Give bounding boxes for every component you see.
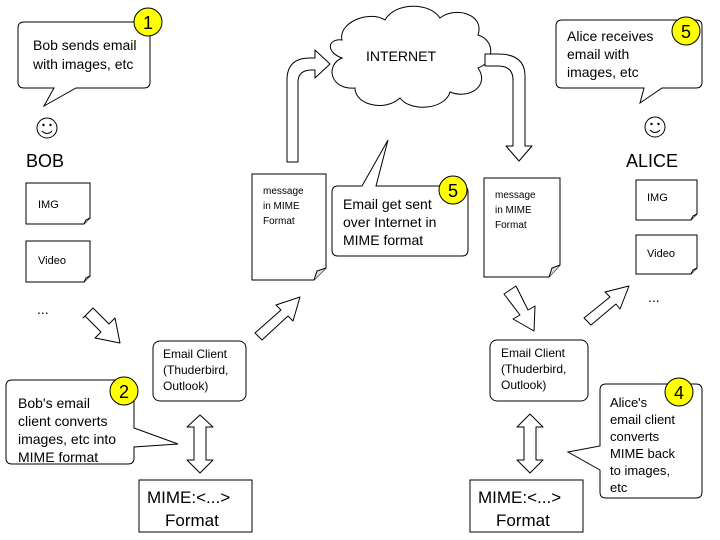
svg-text:Video: Video <box>38 255 66 267</box>
alice-client-mime-double-arrow <box>516 413 544 474</box>
bob-mime-format-box: MIME:<...> Format <box>138 479 253 533</box>
bob-callout-line: Bob sends email <box>33 37 137 53</box>
arrow-files-to-client <box>82 307 121 344</box>
svg-text:Alice's: Alice's <box>610 395 648 410</box>
svg-text:message: message <box>495 190 536 201</box>
svg-text:Format: Format <box>496 511 550 530</box>
step-badge-5-internet: 5 <box>438 175 468 205</box>
step-badge-1: 1 <box>133 7 163 37</box>
svg-text:INTERNET: INTERNET <box>366 48 436 64</box>
bob-client-mime-double-arrow <box>186 414 214 474</box>
svg-text:message: message <box>263 186 304 197</box>
arrow-message-to-client <box>503 285 536 332</box>
alice-callout: Alice receives email with images, etc <box>555 19 703 105</box>
bob-file-img: IMG <box>25 182 91 225</box>
step-badge-2: 2 <box>109 376 139 406</box>
bob-file-video: Video <box>25 240 91 283</box>
bob-label: BOB <box>26 151 64 171</box>
svg-text:MIME format: MIME format <box>18 449 98 465</box>
svg-text:(Thuderbird,: (Thuderbird, <box>163 363 228 377</box>
svg-text:5: 5 <box>681 22 691 42</box>
svg-text:(Thuderbird,: (Thuderbird, <box>501 362 566 376</box>
step-badge-4: 4 <box>664 377 694 407</box>
left-mime-message-doc: message in MIME Format <box>251 173 327 281</box>
alice-label: ALICE <box>626 151 678 171</box>
svg-text:email with: email with <box>567 46 629 62</box>
alice-email-client-box: Email Client (Thuderbird, Outlook) <box>489 339 589 402</box>
svg-text:4: 4 <box>674 383 684 403</box>
svg-text:Email Client: Email Client <box>163 347 228 361</box>
svg-text:MIME:<...>: MIME:<...> <box>147 488 230 507</box>
svg-text:over Internet in: over Internet in <box>343 214 436 230</box>
arrow-client-to-files <box>583 285 630 326</box>
svg-text:Video: Video <box>647 248 675 260</box>
svg-text:IMG: IMG <box>38 199 59 211</box>
bob-callout: Bob sends email with images, etc <box>17 21 151 108</box>
svg-text:IMG: IMG <box>647 192 668 204</box>
svg-text:Alice receives: Alice receives <box>567 28 653 44</box>
alice-client-callout: Alice's email client converts MIME back … <box>566 383 703 499</box>
right-mime-message-doc: message in MIME Format <box>483 177 561 278</box>
arrow-message-to-internet <box>286 49 331 163</box>
svg-text:Email get sent: Email get sent <box>343 196 432 212</box>
svg-text:MIME format: MIME format <box>343 232 423 248</box>
svg-text:1: 1 <box>143 13 153 33</box>
alice-files-ellipsis: ... <box>648 289 660 305</box>
svg-text:Format: Format <box>165 511 219 530</box>
bob-files-ellipsis: ... <box>37 301 49 317</box>
svg-text:email client: email client <box>610 412 675 427</box>
svg-text:Format: Format <box>495 220 527 231</box>
svg-text:in MIME: in MIME <box>495 205 532 216</box>
svg-text:2: 2 <box>119 382 129 402</box>
svg-text:client converts: client converts <box>18 413 107 429</box>
step-badge-5-alice: 5 <box>671 16 701 46</box>
svg-text:Outlook): Outlook) <box>163 379 208 393</box>
bob-client-callout: Bob's email client converts images, etc … <box>5 379 179 465</box>
svg-text:Outlook): Outlook) <box>501 378 546 392</box>
arrow-client-to-message <box>254 296 301 341</box>
svg-text:etc: etc <box>610 480 628 495</box>
svg-text:5: 5 <box>448 181 458 201</box>
bob-callout-line: with images, etc <box>32 56 133 72</box>
alice-file-video: Video <box>635 234 698 275</box>
bob-smiley-icon <box>36 117 58 139</box>
svg-text:MIME:<...>: MIME:<...> <box>478 488 561 507</box>
svg-text:Bob's email: Bob's email <box>18 395 90 411</box>
svg-text:MIME back: MIME back <box>610 446 676 461</box>
svg-text:converts: converts <box>610 429 660 444</box>
internet-callout: Email get sent over Internet in MIME for… <box>331 139 469 257</box>
alice-file-img: IMG <box>635 179 698 221</box>
bob-email-client-box: Email Client (Thuderbird, Outlook) <box>152 340 247 402</box>
arrow-internet-to-message <box>484 53 533 162</box>
svg-text:in MIME: in MIME <box>263 201 300 212</box>
alice-mime-format-box: MIME:<...> Format <box>469 479 584 533</box>
alice-smiley-icon <box>644 116 666 138</box>
internet-cloud: INTERNET <box>329 5 492 108</box>
svg-text:Format: Format <box>263 216 295 227</box>
svg-text:images, etc: images, etc <box>567 64 639 80</box>
svg-text:Email Client: Email Client <box>501 346 566 360</box>
svg-text:images, etc into: images, etc into <box>18 431 116 447</box>
svg-text:to images,: to images, <box>610 463 670 478</box>
